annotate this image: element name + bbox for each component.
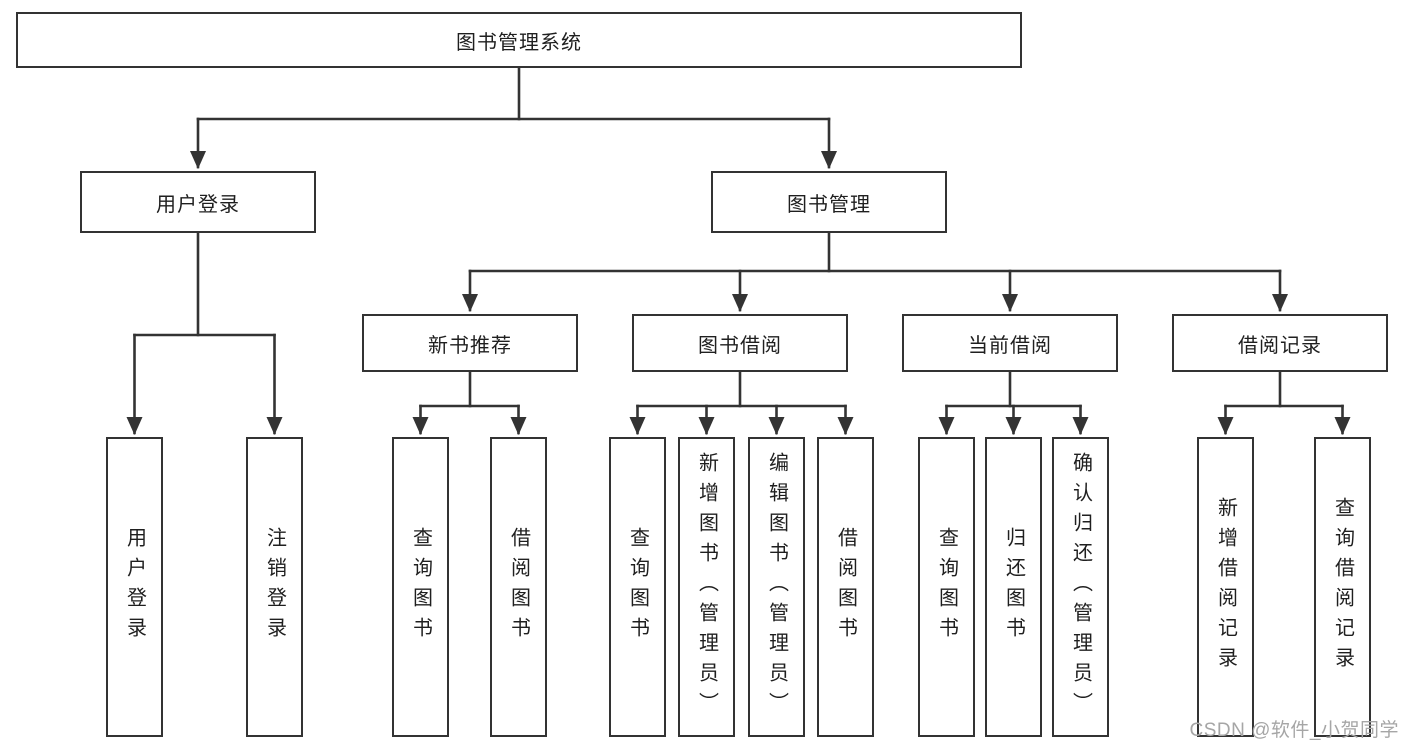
node-borrowing-records: 借阅记录 <box>1172 314 1388 372</box>
leaf-borrow-query-books: 查询图书 <box>609 437 666 737</box>
node-label: 图书借阅 <box>698 334 782 357</box>
node-label: 图书管理系统 <box>456 31 582 54</box>
leaf-label: 查询图书 <box>935 527 958 647</box>
leaf-label: 编辑图书（管理员） <box>765 452 788 722</box>
node-label: 用户登录 <box>156 193 240 216</box>
leaf-label: 归还图书 <box>1002 527 1025 647</box>
leaf-newbook-borrow-books: 借阅图书 <box>490 437 547 737</box>
leaf-records-add-borrow-record: 新增借阅记录 <box>1197 437 1254 737</box>
leaf-label: 注销登录 <box>263 527 286 647</box>
node-new-book-recommendation: 新书推荐 <box>362 314 578 372</box>
node-user-login: 用户登录 <box>80 171 316 233</box>
leaf-label: 查询图书 <box>409 527 432 647</box>
leaf-user-login: 用户登录 <box>106 437 163 737</box>
node-label: 当前借阅 <box>968 334 1052 357</box>
node-book-borrowing: 图书借阅 <box>632 314 848 372</box>
watermark: CSDN @软件_小贺同学 <box>1189 720 1399 741</box>
leaf-label: 查询借阅记录 <box>1331 497 1354 677</box>
leaf-current-return-books: 归还图书 <box>985 437 1042 737</box>
leaf-label: 新增借阅记录 <box>1214 497 1237 677</box>
leaf-borrow-borrow-books: 借阅图书 <box>817 437 874 737</box>
leaf-newbook-query-books: 查询图书 <box>392 437 449 737</box>
node-label: 图书管理 <box>787 193 871 216</box>
leaf-logout-login: 注销登录 <box>246 437 303 737</box>
leaf-borrow-edit-books-admin: 编辑图书（管理员） <box>748 437 805 737</box>
leaf-label: 用户登录 <box>123 527 146 647</box>
node-current-borrowing: 当前借阅 <box>902 314 1118 372</box>
leaf-label: 查询图书 <box>626 527 649 647</box>
leaf-label: 新增图书（管理员） <box>695 452 718 722</box>
leaf-borrow-add-books-admin: 新增图书（管理员） <box>678 437 735 737</box>
leaf-current-confirm-return-admin: 确认归还（管理员） <box>1052 437 1109 737</box>
leaf-label: 借阅图书 <box>507 527 530 647</box>
node-label: 新书推荐 <box>428 334 512 357</box>
leaf-label: 借阅图书 <box>834 527 857 647</box>
node-book-management: 图书管理 <box>711 171 947 233</box>
leaf-current-query-books: 查询图书 <box>918 437 975 737</box>
leaf-label: 确认归还（管理员） <box>1069 452 1092 722</box>
leaf-records-query-borrow-record: 查询借阅记录 <box>1314 437 1371 737</box>
node-label: 借阅记录 <box>1238 334 1322 357</box>
node-library-management-system: 图书管理系统 <box>16 12 1022 68</box>
